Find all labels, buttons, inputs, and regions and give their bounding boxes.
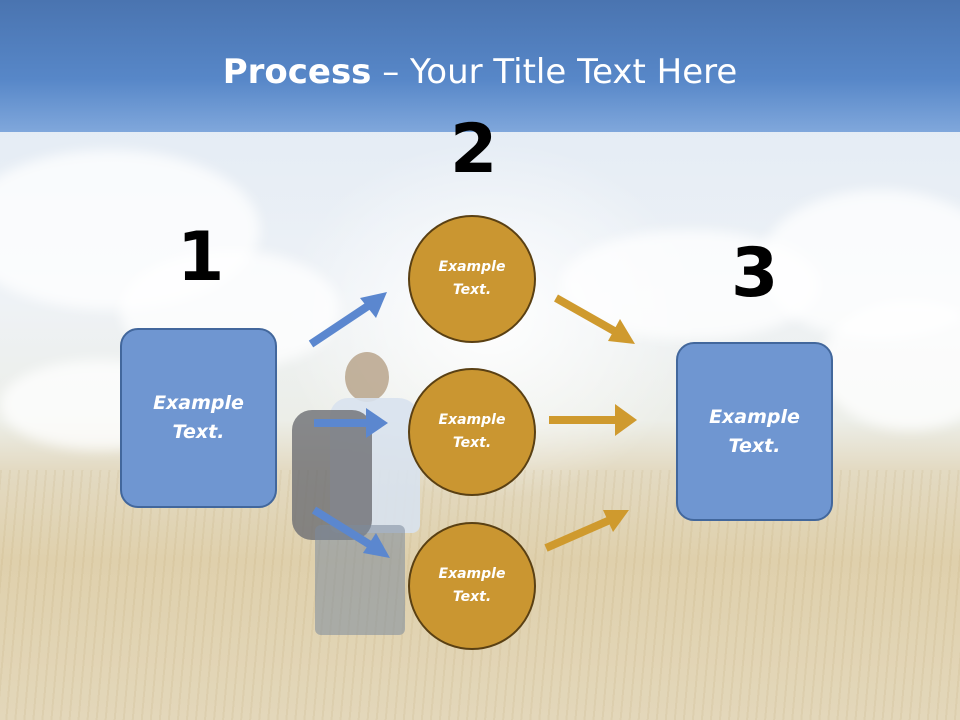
person-legs xyxy=(315,525,405,635)
cloud xyxy=(820,300,960,430)
person-head xyxy=(345,352,389,402)
slide-title: Process – Your Title Text Here xyxy=(0,52,960,92)
title-band xyxy=(0,0,960,132)
step3-box: Example Text. xyxy=(676,342,833,521)
step2-circle-bottom: Example Text. xyxy=(408,522,536,650)
step-number-2: 2 xyxy=(450,110,498,189)
blue-arrow-right xyxy=(314,408,388,438)
step-number-3: 3 xyxy=(731,234,779,313)
step2-circle-middle: Example Text. xyxy=(408,368,536,496)
circle-text: Example Text. xyxy=(438,412,506,451)
circle-text: Example Text. xyxy=(438,259,506,298)
title-rest: – Your Title Text Here xyxy=(371,52,738,92)
circle-text: Example Text. xyxy=(438,566,506,605)
step2-circle-top: Example Text. xyxy=(408,215,536,343)
gold-arrow-right xyxy=(549,404,637,436)
step-number-1: 1 xyxy=(177,218,225,297)
step3-text: Example Text. xyxy=(709,405,800,457)
blue-arrow-up xyxy=(308,292,387,348)
step1-box: Example Text. xyxy=(120,328,277,508)
blue-arrow-down xyxy=(311,506,390,558)
gold-arrow-down xyxy=(554,294,635,344)
step1-text: Example Text. xyxy=(153,392,244,443)
gold-arrow-up xyxy=(544,510,629,552)
title-bold: Process xyxy=(222,52,372,92)
